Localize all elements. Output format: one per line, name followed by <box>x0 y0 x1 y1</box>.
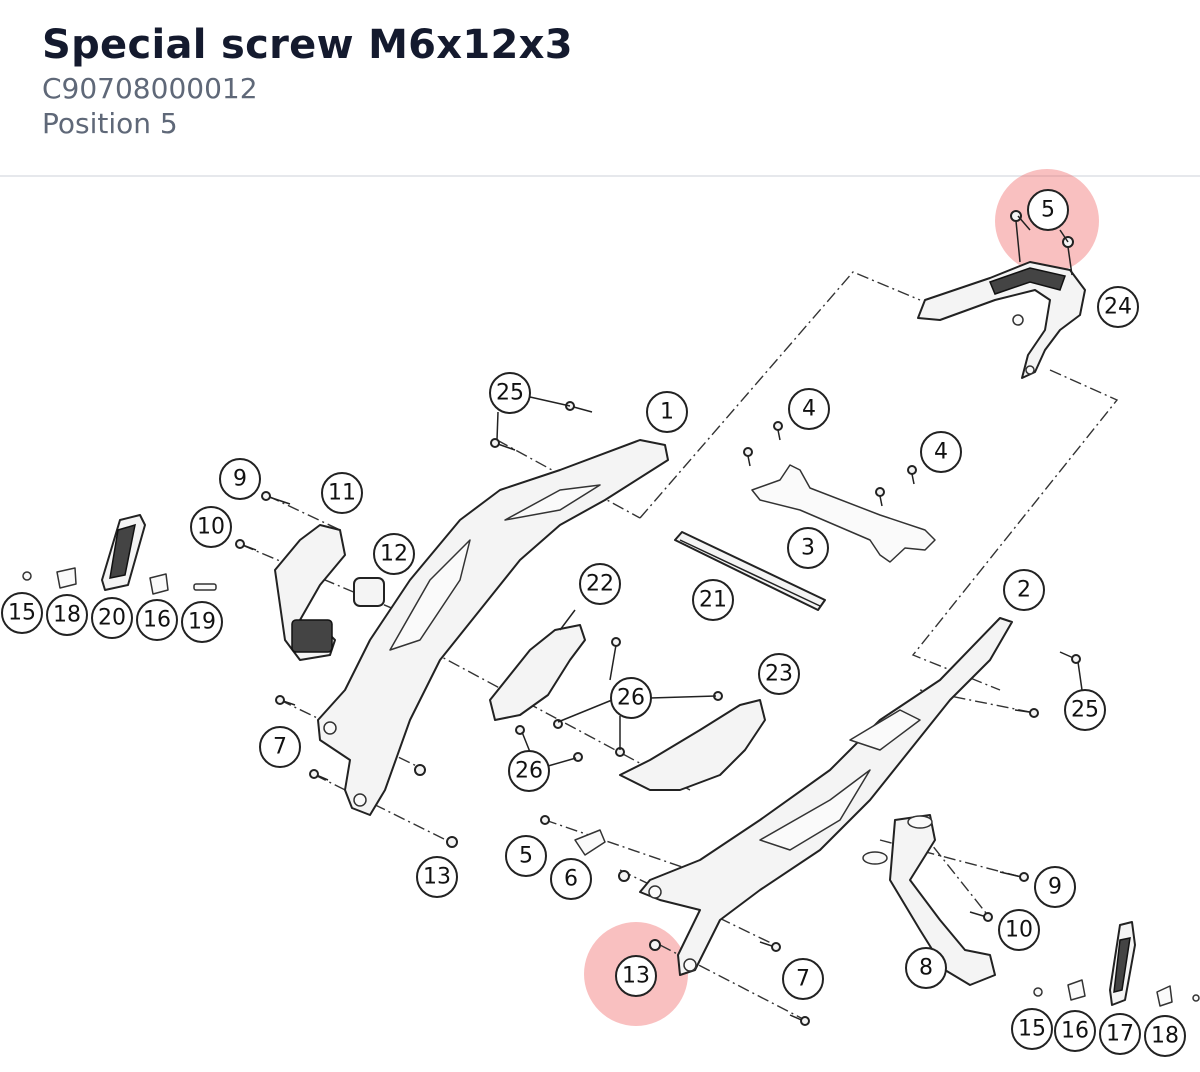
callout-16-right: 16 <box>1054 1010 1096 1052</box>
part-number: C90708000012 <box>42 72 258 105</box>
callout-3: 3 <box>787 527 829 569</box>
callout-2: 2 <box>1003 569 1045 611</box>
callout-5-top: 5 <box>1027 189 1069 231</box>
part-23-right-guard <box>619 699 766 791</box>
callout-22: 22 <box>579 563 621 605</box>
callout-20: 20 <box>91 597 133 639</box>
callout-25-left: 25 <box>489 372 531 414</box>
part-1-left-frame <box>317 439 669 816</box>
callout-26-bottom: 26 <box>508 750 550 792</box>
part-11-bracket <box>274 524 346 661</box>
svg-text:18: 18 <box>53 603 81 628</box>
small-parts-right <box>1033 979 1200 1007</box>
part-position: Position 5 <box>42 107 178 140</box>
svg-text:22: 22 <box>586 572 614 597</box>
part-3-plate <box>751 464 936 563</box>
header-divider <box>0 175 1200 177</box>
svg-text:12: 12 <box>380 542 408 567</box>
svg-text:13: 13 <box>622 964 650 989</box>
callout-18-right: 18 <box>1144 1015 1186 1057</box>
part-2-right-frame <box>639 617 1013 976</box>
svg-text:6: 6 <box>564 867 578 892</box>
svg-text:5: 5 <box>1041 198 1055 223</box>
svg-text:16: 16 <box>143 608 171 633</box>
callout-6: 6 <box>550 858 592 900</box>
callout-19: 19 <box>181 601 223 643</box>
svg-text:9: 9 <box>1048 875 1062 900</box>
callout-26-center: 26 <box>610 677 652 719</box>
part-8-right-bracket <box>862 814 996 986</box>
svg-text:2: 2 <box>1017 578 1031 603</box>
callout-7-right: 7 <box>782 958 824 1000</box>
callout-10-right: 10 <box>998 909 1040 951</box>
callout-10-left: 10 <box>190 506 232 548</box>
leader-lines <box>496 215 1083 767</box>
svg-text:9: 9 <box>233 467 247 492</box>
svg-text:15: 15 <box>1018 1017 1046 1042</box>
svg-text:3: 3 <box>801 536 815 561</box>
svg-text:21: 21 <box>699 588 727 613</box>
callout-15-left: 15 <box>1 592 43 634</box>
svg-text:25: 25 <box>496 381 524 406</box>
svg-text:4: 4 <box>934 440 948 465</box>
svg-text:26: 26 <box>617 686 645 711</box>
svg-text:15: 15 <box>8 601 36 626</box>
callout-21: 21 <box>692 579 734 621</box>
callout-8: 8 <box>905 947 947 989</box>
svg-text:8: 8 <box>919 956 933 981</box>
part-24-rear-bracket <box>917 261 1086 379</box>
callout-13-left: 13 <box>416 856 458 898</box>
part-12-spacer <box>353 577 385 607</box>
callout-5-bottom: 5 <box>505 835 547 877</box>
svg-text:7: 7 <box>273 735 287 760</box>
callout-12: 12 <box>373 533 415 575</box>
callout-11: 11 <box>321 472 363 514</box>
svg-text:1: 1 <box>660 400 674 425</box>
svg-text:11: 11 <box>328 481 356 506</box>
svg-text:25: 25 <box>1071 698 1099 723</box>
svg-text:20: 20 <box>98 606 126 631</box>
small-parts-left <box>22 567 217 595</box>
svg-text:5: 5 <box>519 844 533 869</box>
callout-23: 23 <box>758 653 800 695</box>
svg-text:17: 17 <box>1106 1022 1134 1047</box>
callout-9-left: 9 <box>219 458 261 500</box>
callout-1: 1 <box>646 391 688 433</box>
svg-text:13: 13 <box>423 865 451 890</box>
svg-text:18: 18 <box>1151 1024 1179 1049</box>
callout-13-bottom: 13 <box>615 955 657 997</box>
part-22-left-guard <box>489 609 586 721</box>
screw-position-5-top <box>1010 210 1074 276</box>
fasteners <box>235 401 1081 1026</box>
callouts: 5 24 25 1 4 4 9 11 10 12 3 22 21 2 15 18… <box>1 189 1186 1057</box>
part-header: Special screw M6x12x3 C90708000012 Posit… <box>0 0 1200 176</box>
part-21-rail <box>674 531 826 611</box>
callout-17: 17 <box>1099 1013 1141 1055</box>
svg-text:24: 24 <box>1104 295 1132 320</box>
callout-18-left: 18 <box>46 594 88 636</box>
callout-24: 24 <box>1097 286 1139 328</box>
svg-text:16: 16 <box>1061 1019 1089 1044</box>
svg-text:26: 26 <box>515 759 543 784</box>
callout-4-right: 4 <box>920 431 962 473</box>
svg-text:4: 4 <box>802 397 816 422</box>
svg-text:10: 10 <box>1005 918 1033 943</box>
callout-15-right: 15 <box>1011 1008 1053 1050</box>
svg-text:19: 19 <box>188 610 216 635</box>
callout-25-right: 25 <box>1064 689 1106 731</box>
svg-text:10: 10 <box>197 515 225 540</box>
callout-4-top: 4 <box>788 388 830 430</box>
callout-9-right: 9 <box>1034 866 1076 908</box>
part-title: Special screw M6x12x3 <box>42 22 573 68</box>
svg-text:7: 7 <box>796 967 810 992</box>
part-17-right-footpeg <box>1109 921 1136 1006</box>
part-20-left-footpeg <box>101 514 146 591</box>
callout-16-left: 16 <box>136 599 178 641</box>
svg-text:23: 23 <box>765 662 793 687</box>
callout-7-left: 7 <box>259 726 301 768</box>
